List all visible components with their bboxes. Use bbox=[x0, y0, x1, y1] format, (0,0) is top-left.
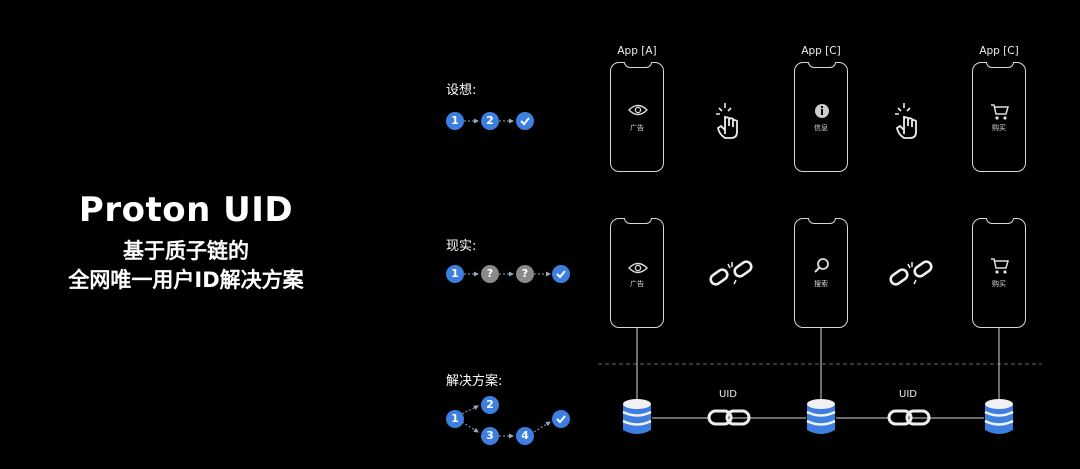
chain-link-icon bbox=[887, 409, 931, 426]
cart-icon bbox=[991, 104, 1009, 120]
solution-check-icon bbox=[552, 410, 570, 428]
subtitle-line-2: 全网唯一用户ID解决方案 bbox=[68, 268, 304, 292]
reality-step-unknown-2: ? bbox=[516, 265, 534, 283]
eye-icon bbox=[628, 104, 648, 116]
app-label-a: App [A] bbox=[617, 45, 657, 57]
chain-link-icon bbox=[707, 409, 751, 426]
app-label-c-2: App [C] bbox=[979, 45, 1019, 57]
product-title: Proton UID bbox=[78, 190, 294, 230]
solution-step-4: 4 bbox=[516, 427, 534, 445]
idea-phone-info: 信息 bbox=[794, 62, 848, 172]
database-icon bbox=[622, 399, 652, 434]
reality-step-1: 1 bbox=[446, 265, 464, 283]
reality-step-unknown-1: ? bbox=[481, 265, 499, 283]
tap-icon bbox=[716, 103, 738, 139]
broken-link-icon bbox=[889, 260, 933, 286]
eye-icon bbox=[628, 262, 648, 274]
reality-phone-buy: 购买 bbox=[972, 218, 1026, 328]
solution-step-1: 1 bbox=[446, 410, 464, 428]
screen-label: 信息 bbox=[814, 124, 828, 132]
info-icon bbox=[815, 104, 829, 118]
tap-icon bbox=[895, 103, 917, 139]
idea-phone-ad: 广告 bbox=[610, 62, 664, 172]
reality-row-label: 现实: bbox=[446, 239, 477, 254]
subtitle-line-1: 基于质子链的 bbox=[123, 239, 249, 263]
screen-label: 搜索 bbox=[814, 280, 828, 288]
reality-phone-search: 搜索 bbox=[794, 218, 848, 328]
screen-label: 购买 bbox=[992, 280, 1006, 288]
idea-check-icon bbox=[516, 112, 534, 130]
broken-link-icon bbox=[709, 260, 753, 286]
app-label-c-1: App [C] bbox=[801, 45, 841, 57]
screen-label: 广告 bbox=[630, 124, 644, 132]
cart-icon bbox=[991, 258, 1009, 274]
reality-phone-ad: 广告 bbox=[610, 218, 664, 328]
solution-step-2: 2 bbox=[481, 396, 499, 414]
database-icon bbox=[984, 399, 1014, 434]
screen-label: 广告 bbox=[630, 280, 644, 288]
idea-row-label: 设想: bbox=[446, 83, 477, 98]
uid-label-2: UID bbox=[899, 389, 917, 400]
search-icon bbox=[814, 258, 829, 273]
idea-step-1: 1 bbox=[446, 112, 464, 130]
screen-label: 购买 bbox=[992, 124, 1006, 132]
reality-check-icon bbox=[552, 265, 570, 283]
database-icon bbox=[806, 399, 836, 434]
solution-step-3: 3 bbox=[481, 427, 499, 445]
uid-label-1: UID bbox=[719, 389, 737, 400]
solution-row-label: 解决方案: bbox=[446, 374, 503, 389]
idea-step-2: 2 bbox=[481, 112, 499, 130]
idea-phone-buy: 购买 bbox=[972, 62, 1026, 172]
